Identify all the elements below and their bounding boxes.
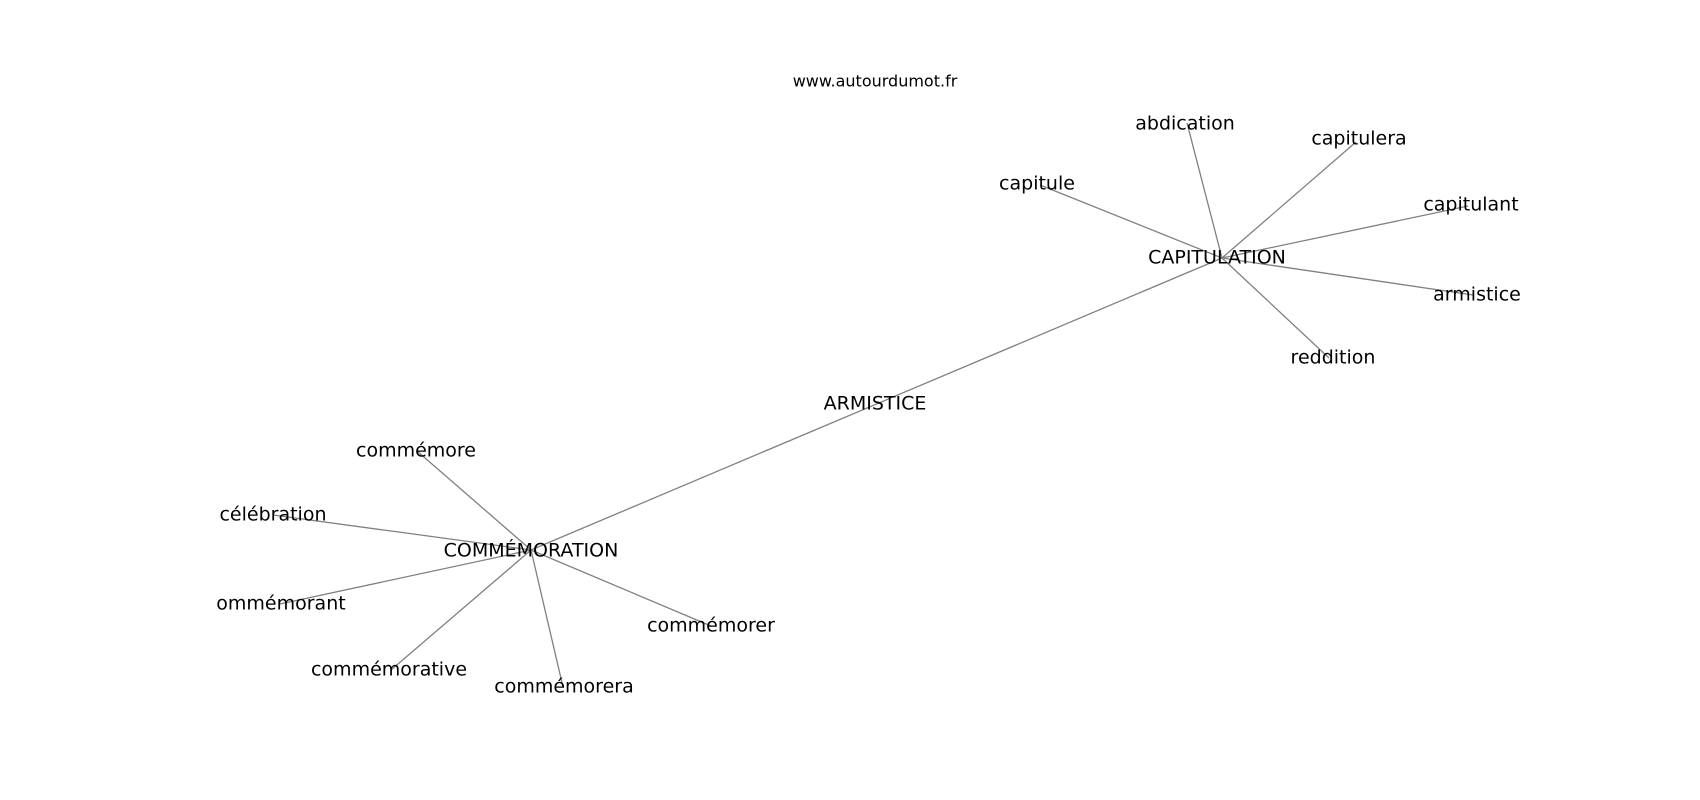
edge-commemoration-commemorera xyxy=(530,549,564,688)
edge-capitulation-abdication xyxy=(1186,122,1223,259)
edge-capitulation-commemoration xyxy=(530,257,1223,551)
node-commemorera[interactable]: commémorera xyxy=(494,676,633,698)
edge-capitulation-capitulera xyxy=(1221,141,1357,259)
node-commemore[interactable]: commémore xyxy=(356,440,476,462)
edge-commemoration-ommemorant xyxy=(279,549,532,605)
edge-capitulation-armistice xyxy=(1221,257,1474,296)
node-capitule[interactable]: capitule xyxy=(999,173,1075,195)
node-commemorer[interactable]: commémorer xyxy=(647,615,775,637)
node-capitulant[interactable]: capitulant xyxy=(1423,194,1518,216)
edge-commemoration-commemorative xyxy=(390,549,532,671)
node-ommemorant[interactable]: ommémorant xyxy=(216,593,345,615)
node-capitulation[interactable]: CAPITULATION xyxy=(1148,247,1286,269)
node-armistice-center[interactable]: ARMISTICE xyxy=(824,393,927,415)
edge-capitulation-reddition xyxy=(1221,257,1330,359)
edges xyxy=(272,122,1474,688)
edge-capitulation-capitule xyxy=(1039,184,1223,259)
edge-commemoration-commemore xyxy=(416,450,532,551)
node-labels: www.autourdumot.fr ARMISTICE CAPITULATIO… xyxy=(216,72,1521,698)
node-capitulera[interactable]: capitulera xyxy=(1311,128,1406,150)
edge-capitulation-capitulant xyxy=(1221,205,1469,259)
node-celebration[interactable]: célébration xyxy=(219,504,326,526)
node-commemoration[interactable]: COMMÉMORATION xyxy=(444,539,619,562)
node-armistice[interactable]: armistice xyxy=(1433,284,1521,306)
node-abdication[interactable]: abdication xyxy=(1135,113,1235,135)
node-commemorative[interactable]: commémorative xyxy=(311,659,467,681)
node-reddition[interactable]: reddition xyxy=(1291,347,1376,369)
edge-commemoration-commemorer xyxy=(530,549,712,627)
source-watermark: www.autourdumot.fr xyxy=(793,72,958,91)
edge-commemoration-celebration xyxy=(272,514,532,551)
